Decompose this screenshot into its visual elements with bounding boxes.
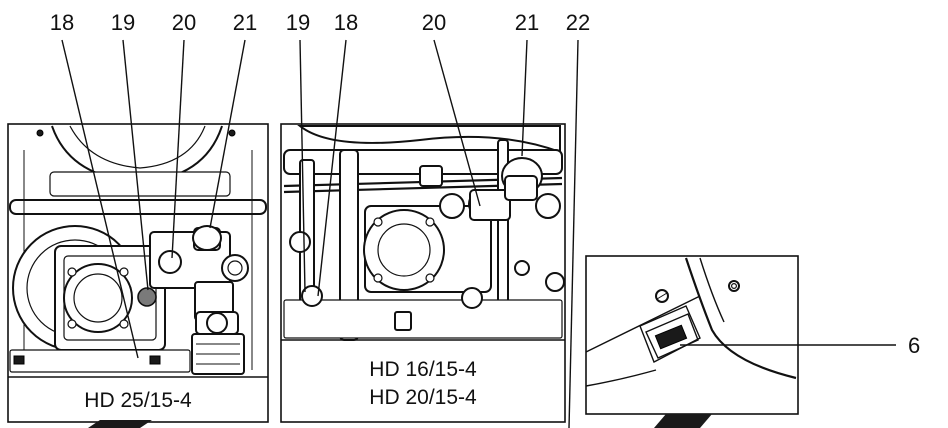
leader-21-hd25 — [209, 39, 246, 229]
base-foot — [654, 414, 712, 428]
callout-20-hd16: 20 — [422, 10, 446, 35]
callout-18-hd16: 18 — [334, 10, 358, 35]
callout-19-hd16: 19 — [286, 10, 310, 35]
pump-drawing-hd16 — [283, 125, 565, 341]
panel-switch: 6 — [585, 255, 920, 428]
panel-hd25: 18 19 20 21 HD 25/15-4 — [7, 10, 269, 423]
leader-20-hd16 — [433, 39, 481, 207]
leader-21-hd16 — [521, 39, 528, 157]
leader-20-hd25 — [171, 39, 185, 259]
switch-housing-drawing — [585, 257, 797, 387]
callout-19-hd25: 19 — [111, 10, 135, 35]
panel-switch-frame — [585, 255, 799, 415]
leader-18-hd25 — [61, 39, 139, 359]
callout-18-hd25: 18 — [50, 10, 74, 35]
pump-drawing-hd25 — [9, 125, 267, 375]
callout-22-hd16: 22 — [566, 10, 590, 35]
base-foot-left — [88, 420, 152, 428]
panel-hd16: 19 18 20 21 22 HD 16/15-4 HD 20/15-4 — [280, 10, 590, 428]
leader-19-hd25 — [122, 39, 149, 291]
callout-20-hd25: 20 — [172, 10, 196, 35]
leader-18-hd16 — [317, 39, 347, 297]
leader-22-hd16 — [568, 39, 579, 428]
caption-hd16-line-1: HD 16/15-4 — [369, 358, 477, 381]
panel-hd16-frame — [280, 123, 566, 423]
callout-21-hd25: 21 — [233, 10, 257, 35]
callout-6: 6 — [908, 333, 920, 358]
caption-hd25-line-1: HD 25/15-4 — [84, 389, 192, 412]
callout-21-hd16: 21 — [515, 10, 539, 35]
caption-hd16-line-2: HD 20/15-4 — [369, 386, 477, 409]
leader-19-hd16 — [299, 39, 306, 293]
